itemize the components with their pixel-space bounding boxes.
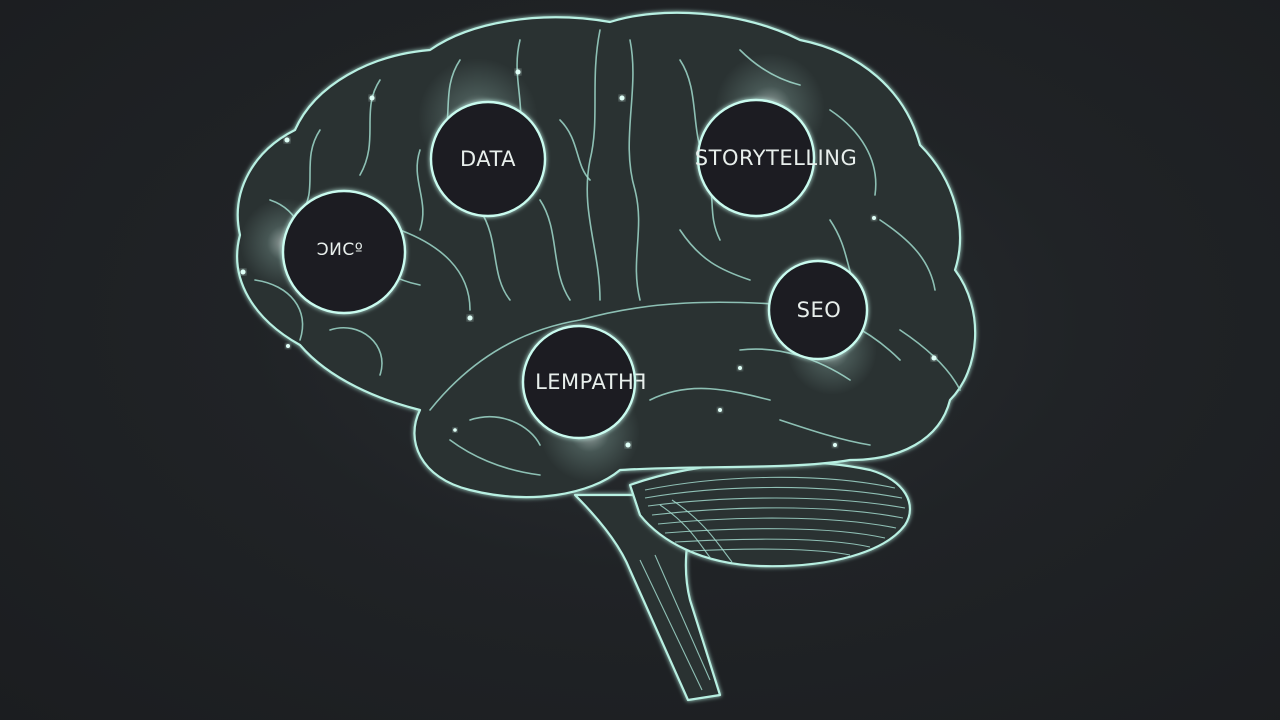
glitched-node-label: ϽИCº (317, 240, 364, 260)
seo-node-label: SEO (797, 298, 842, 322)
storytelling-node-label: STORYTELLING (695, 146, 857, 170)
cerebellum-folds (644, 476, 906, 563)
glitched-node: ϽИCº (281, 189, 407, 315)
data-node: DATA (429, 100, 547, 218)
empathy-node-label: LEMPATHꟻ (535, 370, 647, 394)
brain-stem-line (639, 559, 703, 691)
brain-stem-line (654, 554, 711, 681)
empathy-node: LEMPATHꟻ (521, 324, 647, 440)
data-node-label: DATA (460, 147, 516, 171)
storytelling-node: STORYTELLING (695, 98, 857, 218)
seo-node: SEO (767, 259, 869, 361)
